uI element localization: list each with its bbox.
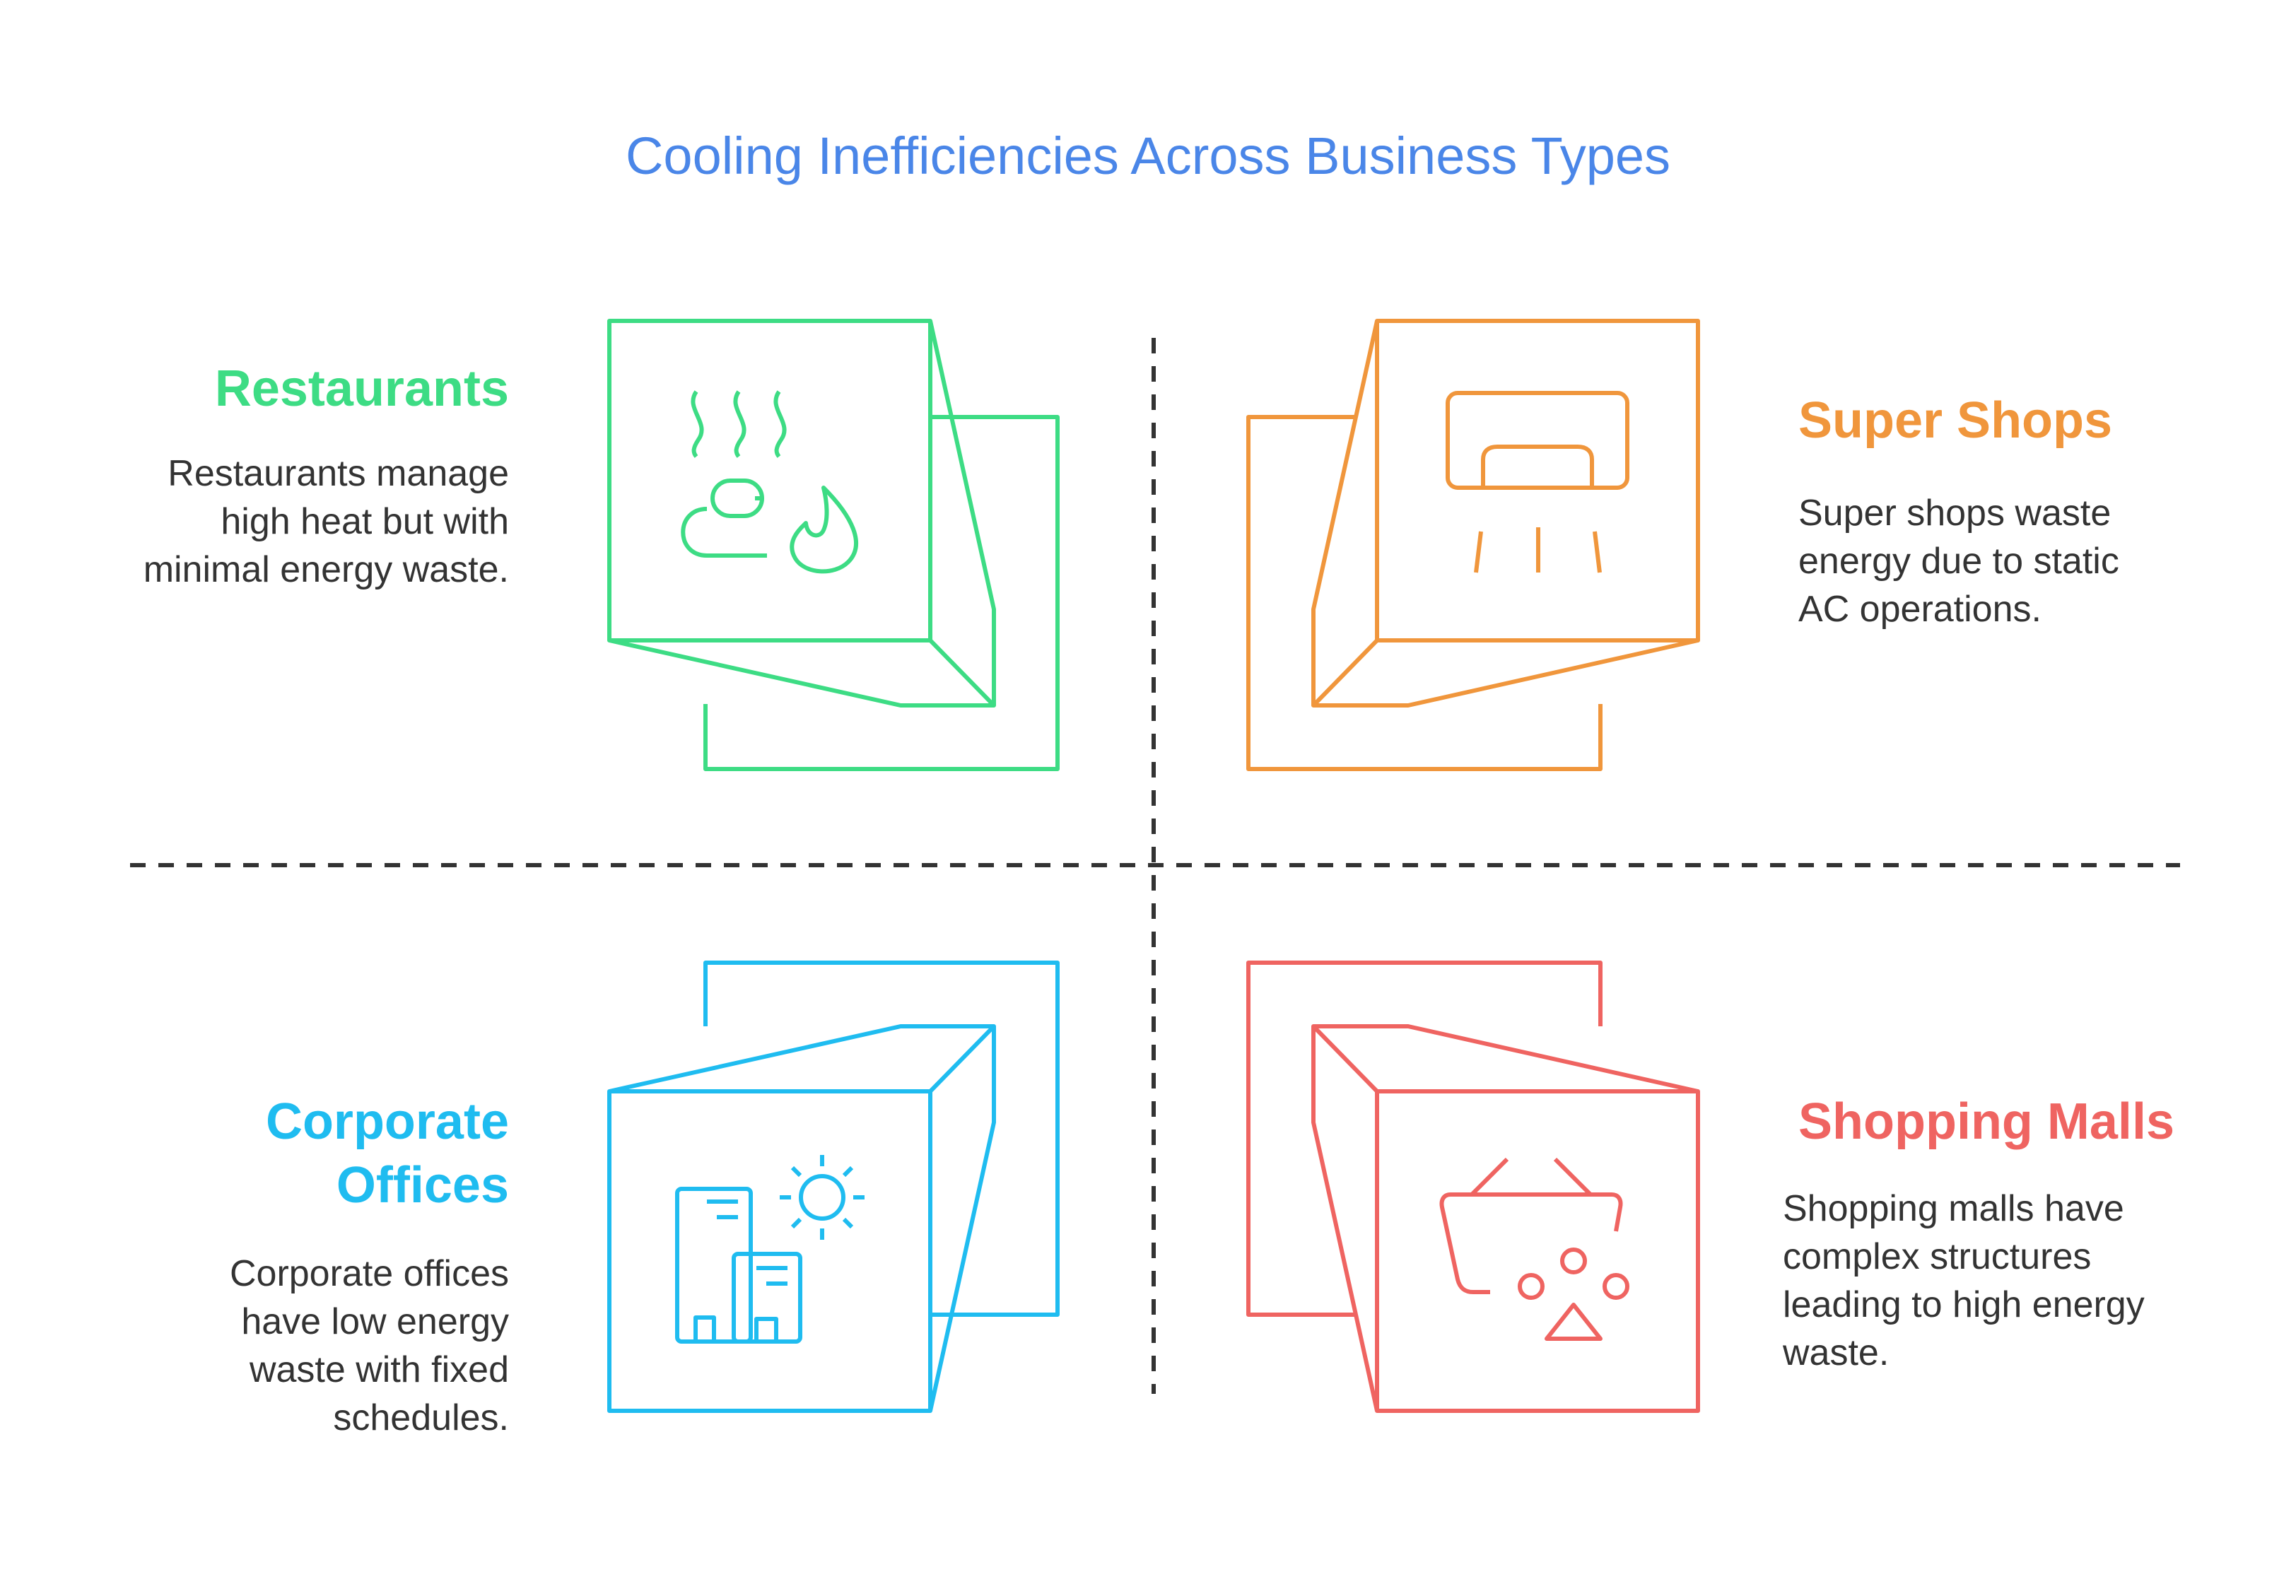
shopping-malls-cube: [1246, 961, 1700, 1413]
corporate-offices-heading: Corporate Offices: [265, 1093, 509, 1214]
air-conditioner-icon: [1446, 391, 1629, 573]
super-shops-heading: Super Shops: [1798, 392, 2113, 449]
quadrant-dividers: [130, 338, 2180, 1394]
restaurants-heading: Restaurants: [214, 360, 509, 417]
restaurants-description: Restaurants manage high heat but with mi…: [143, 453, 509, 590]
corporate-offices-cube: [607, 961, 1060, 1413]
super-shops-description: Super shops waste energy due to static A…: [1798, 493, 2119, 630]
shopping-malls-heading: Shopping Malls: [1798, 1093, 2174, 1150]
super-shops-cube: [1246, 319, 1700, 771]
steaming-food-flame-icon: [681, 390, 858, 574]
corporate-offices-description: Corporate offices have low energy waste …: [229, 1253, 509, 1438]
restaurants-cube: [607, 319, 1060, 771]
shopping-basket-icon: [1439, 1157, 1629, 1341]
shopping-malls-description: Shopping malls have complex structures l…: [1783, 1188, 2145, 1373]
office-buildings-sun-icon: [675, 1155, 865, 1344]
diagram-title: Cooling Inefficiencies Across Business T…: [625, 127, 1671, 185]
